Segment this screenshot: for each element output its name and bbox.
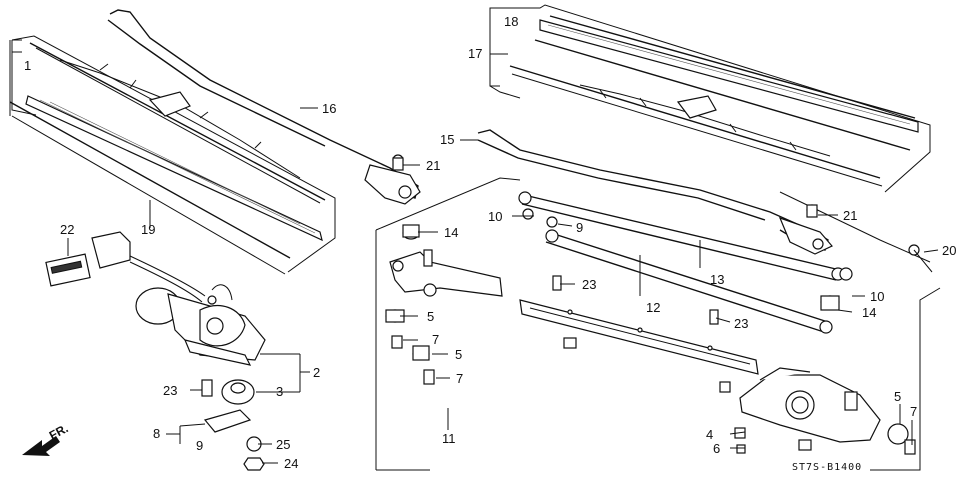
- right-blade-group-frame: [489, 4, 931, 193]
- callout-9-a: 9: [196, 438, 203, 453]
- callout-19: 19: [141, 222, 155, 237]
- callout-20: 20: [942, 243, 956, 258]
- callout-14-b: 14: [862, 305, 876, 320]
- left-wiper-blade-upper: [29, 42, 326, 204]
- support-bar: [519, 299, 759, 375]
- left-wiper-blade-rubber: [9, 95, 323, 259]
- wiper-motor-assembly: [45, 231, 266, 366]
- callout-1: 1: [24, 58, 31, 73]
- callout-6: 6: [713, 441, 720, 456]
- small-hardware: [385, 154, 933, 455]
- left-blade-group-frame: [9, 35, 336, 275]
- callout-labels: 1 2 3 4 5 5 5 6 7 7 7 8 9 9 10 10 11 12 …: [24, 14, 956, 473]
- front-direction-arrow: [22, 436, 60, 456]
- callout-7-c: 7: [910, 404, 917, 419]
- callout-17: 17: [468, 46, 482, 61]
- left-wiper-arm: [107, 9, 421, 205]
- diagram-code: ST7S-B1400: [792, 462, 862, 473]
- callout-22: 22: [60, 222, 74, 237]
- right-wiper-blade-upper: [509, 65, 883, 187]
- link-rod-12: [545, 229, 833, 334]
- right-wiper-arm: [477, 129, 833, 255]
- leader-lines: [67, 53, 939, 464]
- callout-21-a: 21: [426, 158, 440, 173]
- pivot-bracket-left: [389, 249, 503, 297]
- callout-7-b: 7: [456, 371, 463, 386]
- callout-10-a: 10: [488, 209, 502, 224]
- callout-15: 15: [440, 132, 454, 147]
- callout-21-b: 21: [843, 208, 857, 223]
- callout-14-a: 14: [444, 225, 458, 240]
- callout-18: 18: [504, 14, 518, 29]
- front-marker-label: FR.: [47, 421, 71, 442]
- callout-5-b: 5: [455, 347, 462, 362]
- callout-7-a: 7: [432, 332, 439, 347]
- callout-2: 2: [313, 365, 320, 380]
- callout-8: 8: [153, 426, 160, 441]
- callout-12: 12: [646, 300, 660, 315]
- callout-11: 11: [442, 431, 456, 446]
- callout-23-a: 23: [163, 383, 177, 398]
- motor-mount-hardware: [201, 379, 265, 471]
- callout-13: 13: [710, 272, 724, 287]
- callout-24: 24: [284, 456, 298, 471]
- callout-10-b: 10: [870, 289, 884, 304]
- callout-4: 4: [706, 427, 713, 442]
- right-wiper-blade-rubber: [534, 15, 919, 151]
- callout-5-c: 5: [894, 389, 901, 404]
- callout-23-c: 23: [734, 316, 748, 331]
- callout-3: 3: [276, 384, 283, 399]
- callout-9-b: 9: [576, 220, 583, 235]
- callout-25: 25: [276, 437, 290, 452]
- callout-16: 16: [322, 101, 336, 116]
- callout-23-b: 23: [582, 277, 596, 292]
- callout-5-a: 5: [427, 309, 434, 324]
- pivot-bracket-right: [739, 367, 881, 443]
